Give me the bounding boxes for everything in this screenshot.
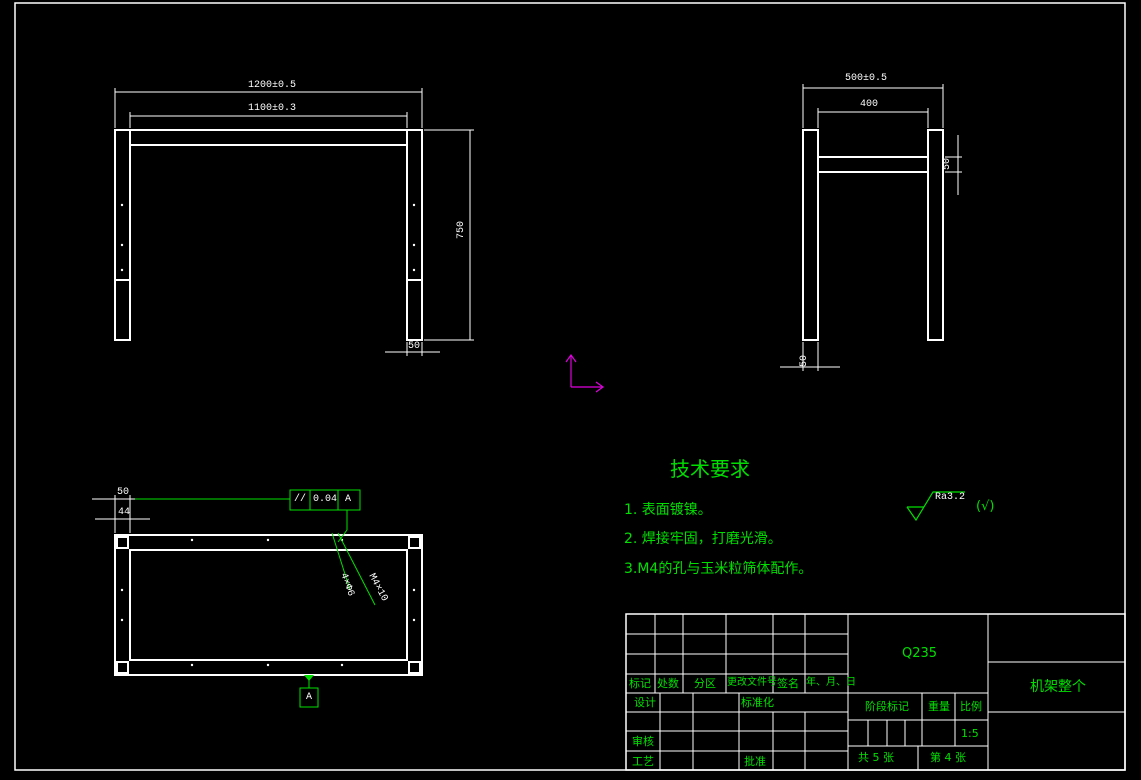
- front-view: [114, 129, 423, 341]
- side-dim-bar: 50: [942, 157, 954, 171]
- tb-header-date: 年、月、日: [806, 677, 856, 688]
- side-left-leg: [802, 129, 819, 341]
- top-view: [114, 534, 423, 676]
- side-view-dimensions: [780, 84, 962, 371]
- tb-header-change-doc: 更改文件号: [727, 677, 777, 688]
- front-view-holes: [120, 203, 416, 272]
- geometric-tolerance: [135, 489, 376, 708]
- tb-approve: 批准: [744, 755, 766, 768]
- front-left-leg: [114, 129, 131, 341]
- front-right-leg: [406, 129, 423, 341]
- top-dim-offset: 44: [118, 507, 131, 518]
- tb-standardization: 标准化: [741, 696, 774, 709]
- roughness-note: (√): [976, 499, 995, 514]
- tb-review: 审核: [632, 735, 654, 748]
- tb-design: 设计: [634, 696, 656, 709]
- side-dim-leg: 50: [799, 354, 811, 368]
- requirements-heading: 技术要求: [670, 457, 750, 481]
- tb-header-count: 处数: [657, 677, 679, 690]
- roughness-symbol: [906, 491, 965, 522]
- front-dim-overall: 1200±0.5: [248, 80, 297, 91]
- side-dim-overall: 500±0.5: [845, 73, 888, 84]
- top-view-holes: [120, 538, 416, 667]
- tb-header-zone: 分区: [694, 677, 716, 690]
- tolerance-symbol: //: [294, 494, 307, 505]
- drawing-frame: [14, 2, 1126, 771]
- front-view-dimensions: [114, 88, 474, 356]
- tb-header-mark: 标记: [629, 677, 651, 690]
- tb-total-sheets: 共 5 张: [858, 751, 894, 764]
- tb-weight: 重量: [928, 700, 950, 713]
- tb-sheet-number: 第 4 张: [930, 751, 966, 764]
- front-dim-inner: 1100±0.3: [248, 103, 297, 114]
- side-view: [802, 129, 944, 341]
- tb-scale-value: 1:5: [961, 727, 979, 740]
- material: Q235: [902, 646, 938, 661]
- part-name: 机架整个: [1030, 679, 1086, 695]
- front-dim-height: 750: [456, 220, 468, 240]
- datum-triangle: [304, 675, 314, 681]
- tb-stage-mark: 阶段标记: [865, 700, 909, 713]
- top-view-dimensions: [92, 495, 150, 533]
- tolerance-datum: A: [345, 494, 352, 505]
- roughness-value: Ra3.2: [935, 492, 966, 503]
- requirement-item-1: 1. 表面镀镍。: [624, 502, 712, 518]
- requirement-item-2: 2. 焊接牢固，打磨光滑。: [624, 531, 782, 547]
- top-dim-width: 50: [117, 487, 130, 498]
- requirement-item-3: 3.M4的孔与玉米粒筛体配作。: [624, 561, 813, 577]
- front-dim-leg: 50: [408, 341, 421, 352]
- tb-process: 工艺: [632, 755, 654, 768]
- side-dim-inner: 400: [860, 99, 879, 110]
- title-block: [625, 613, 1126, 771]
- side-right-leg: [927, 129, 944, 341]
- datum-label: A: [306, 692, 313, 703]
- tb-scale: 比例: [960, 700, 982, 713]
- tolerance-value: 0.04: [313, 494, 338, 505]
- tb-header-sign: 签名: [777, 677, 799, 690]
- ucs-icon: [565, 353, 605, 393]
